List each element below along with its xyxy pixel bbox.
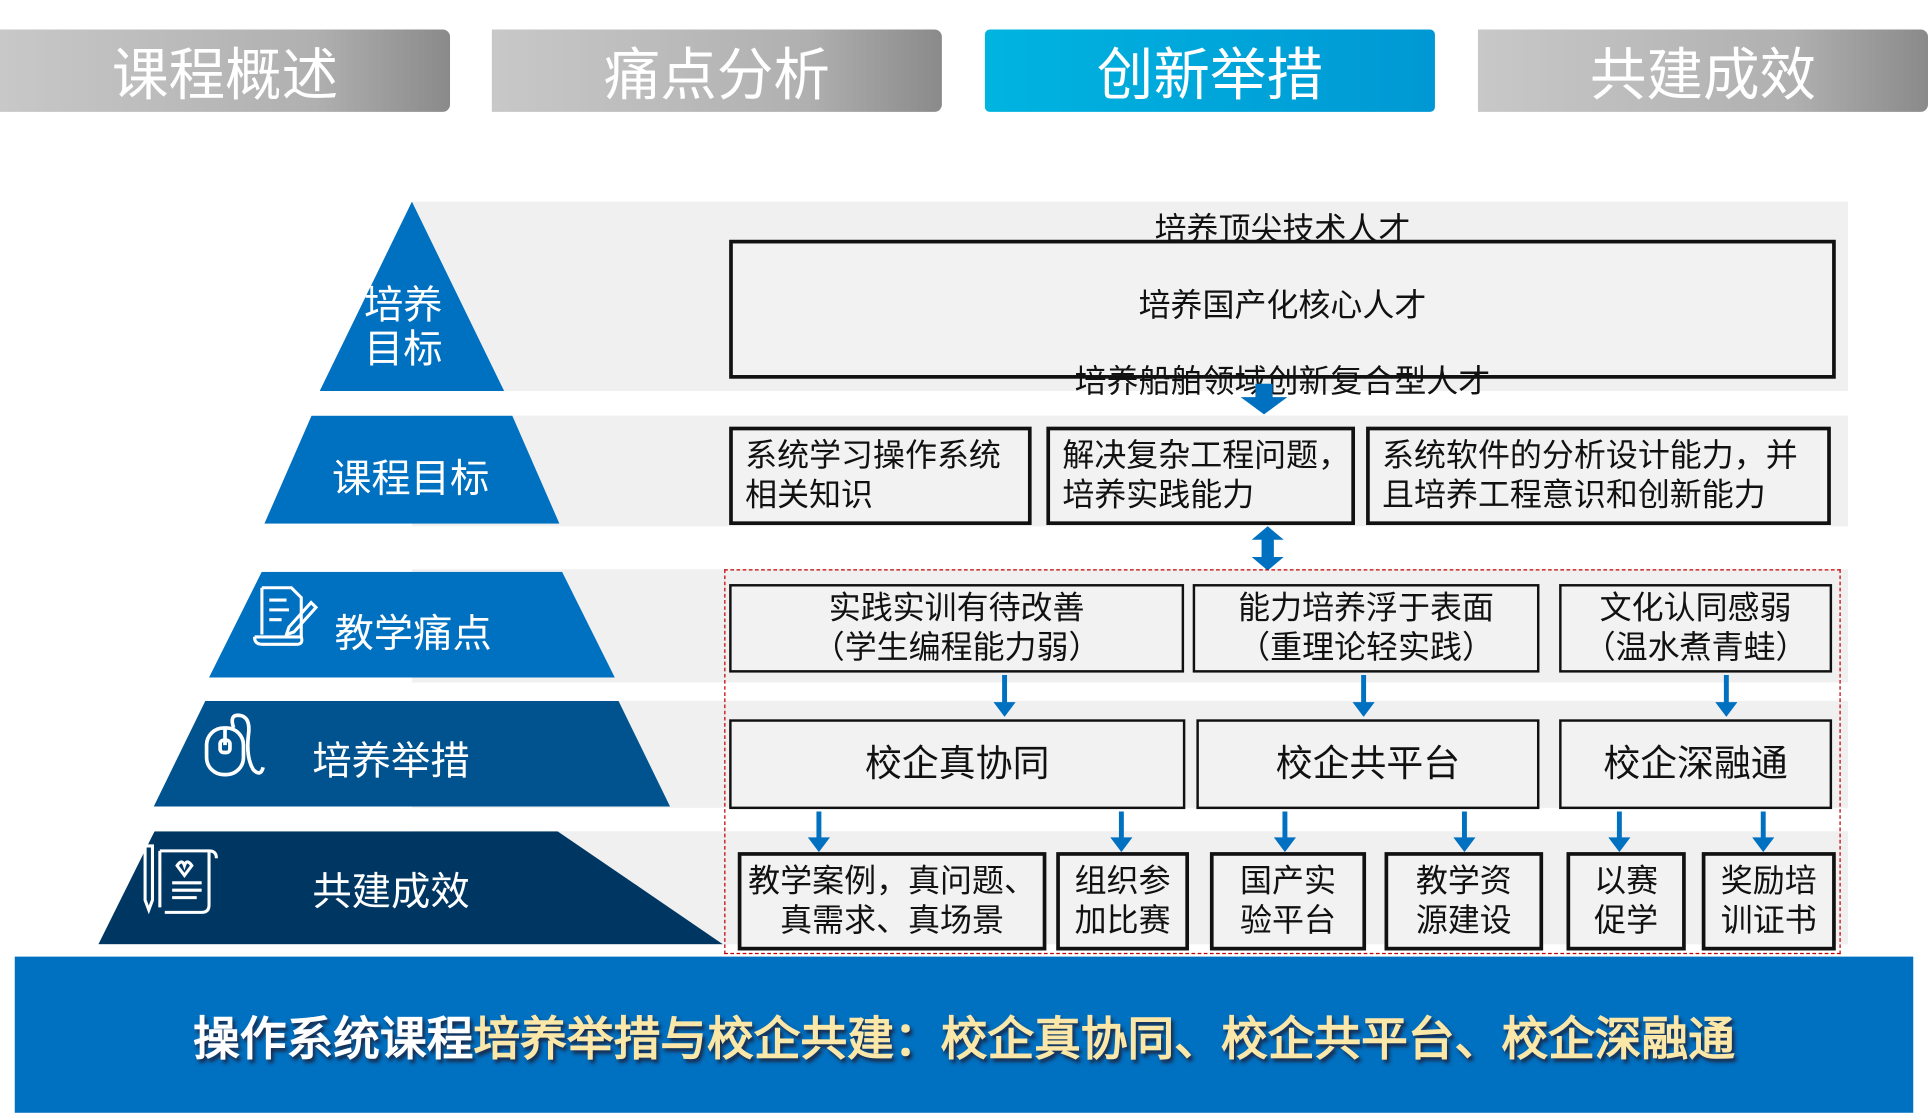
course-goal-box: 系统学习操作系统 相关知识 (729, 426, 1032, 526)
pyramid-level-measures (153, 700, 671, 807)
document-pen-icon (252, 586, 319, 646)
label-line: 培养 (363, 281, 443, 329)
pyramid-label-course-goal: 课程目标 (331, 454, 490, 502)
banner-text-yellow: 培养举措与校企共建：校企真协同、校企共平台、校企深融通 (473, 1011, 1735, 1067)
measure-box: 校企真协同 (729, 719, 1186, 810)
arrow-down-icon (1608, 811, 1631, 853)
tab-label: 共建成效 (1589, 41, 1817, 108)
arrow-down-icon (1110, 811, 1133, 853)
tab-label: 课程概述 (111, 41, 339, 108)
goal-line: 培养顶尖技术人才 (1154, 211, 1411, 249)
arrow-down-icon (1715, 675, 1738, 717)
tab-label: 创新举措 (1096, 41, 1324, 108)
pain-point-box: 文化认同感弱 （温水煮青蛙） (1559, 584, 1833, 673)
outcome-box: 教学资 源建设 (1384, 852, 1544, 951)
arrow-down-icon (1273, 811, 1296, 853)
tab-pain-analysis[interactable]: 痛点分析 (491, 29, 942, 112)
pyramid-label-goal: 培养 目标 (364, 283, 443, 372)
school-enterprise-container (724, 569, 1841, 955)
pain-point-box: 能力培养浮于表面 （重理论轻实践） (1192, 584, 1540, 673)
arrow-down-icon (993, 675, 1016, 717)
arrow-down-icon (807, 811, 830, 853)
pyramid-level-pain (209, 571, 615, 678)
measure-box: 校企共平台 (1196, 719, 1540, 810)
label-line: 目标 (363, 325, 443, 373)
measure-box: 校企深融通 (1559, 719, 1833, 810)
arrow-down-icon (1352, 675, 1375, 717)
goal-line: 培养船舶领域创新复合型人才 (1074, 363, 1491, 401)
mouse-icon (204, 713, 265, 777)
outcome-box: 组织参 加比赛 (1056, 852, 1190, 951)
tab-label: 痛点分析 (603, 41, 830, 108)
scroll-pencil-icon (143, 844, 218, 915)
pyramid-label-outcomes: 共建成效 (312, 868, 470, 915)
outcome-box: 奖励培 训证书 (1701, 852, 1836, 951)
pyramid-level-course-goal (264, 415, 560, 524)
double-arrow-icon (1251, 526, 1284, 571)
arrow-down-icon (1752, 811, 1775, 853)
summary-banner: 操作系统课程培养举措与校企共建：校企真协同、校企共平台、校企深融通 (14, 956, 1914, 1113)
arrow-down-icon (1453, 811, 1476, 853)
course-goal-box: 系统软件的分析设计能力，并 且培养工程意识和创新能力 (1366, 426, 1831, 526)
outcome-box: 以赛 促学 (1566, 852, 1686, 951)
course-goal-box: 解决复杂工程问题， 培养实践能力 (1046, 426, 1356, 526)
arrow-down-icon (1240, 383, 1288, 415)
banner-text-white: 操作系统课程 (193, 1011, 474, 1067)
pain-point-box: 实践实训有待改善 （学生编程能力弱） (729, 584, 1185, 673)
tab-outcomes[interactable]: 共建成效 (1477, 29, 1928, 112)
tab-innovation[interactable]: 创新举措 (984, 29, 1435, 112)
outcome-box: 教学案例，真问题、 真需求、真场景 (737, 852, 1047, 951)
pyramid-label-pain: 教学痛点 (334, 609, 492, 657)
pyramid-label-measures: 培养举措 (312, 737, 470, 785)
outcome-box: 国产实 验平台 (1209, 852, 1367, 951)
tab-course-overview[interactable]: 课程概述 (0, 29, 451, 112)
training-goals-box: 培养顶尖技术人才 培养国产化核心人才 培养船舶领域创新复合型人才 (729, 211, 1836, 401)
goal-line: 培养国产化核心人才 (1138, 287, 1427, 325)
